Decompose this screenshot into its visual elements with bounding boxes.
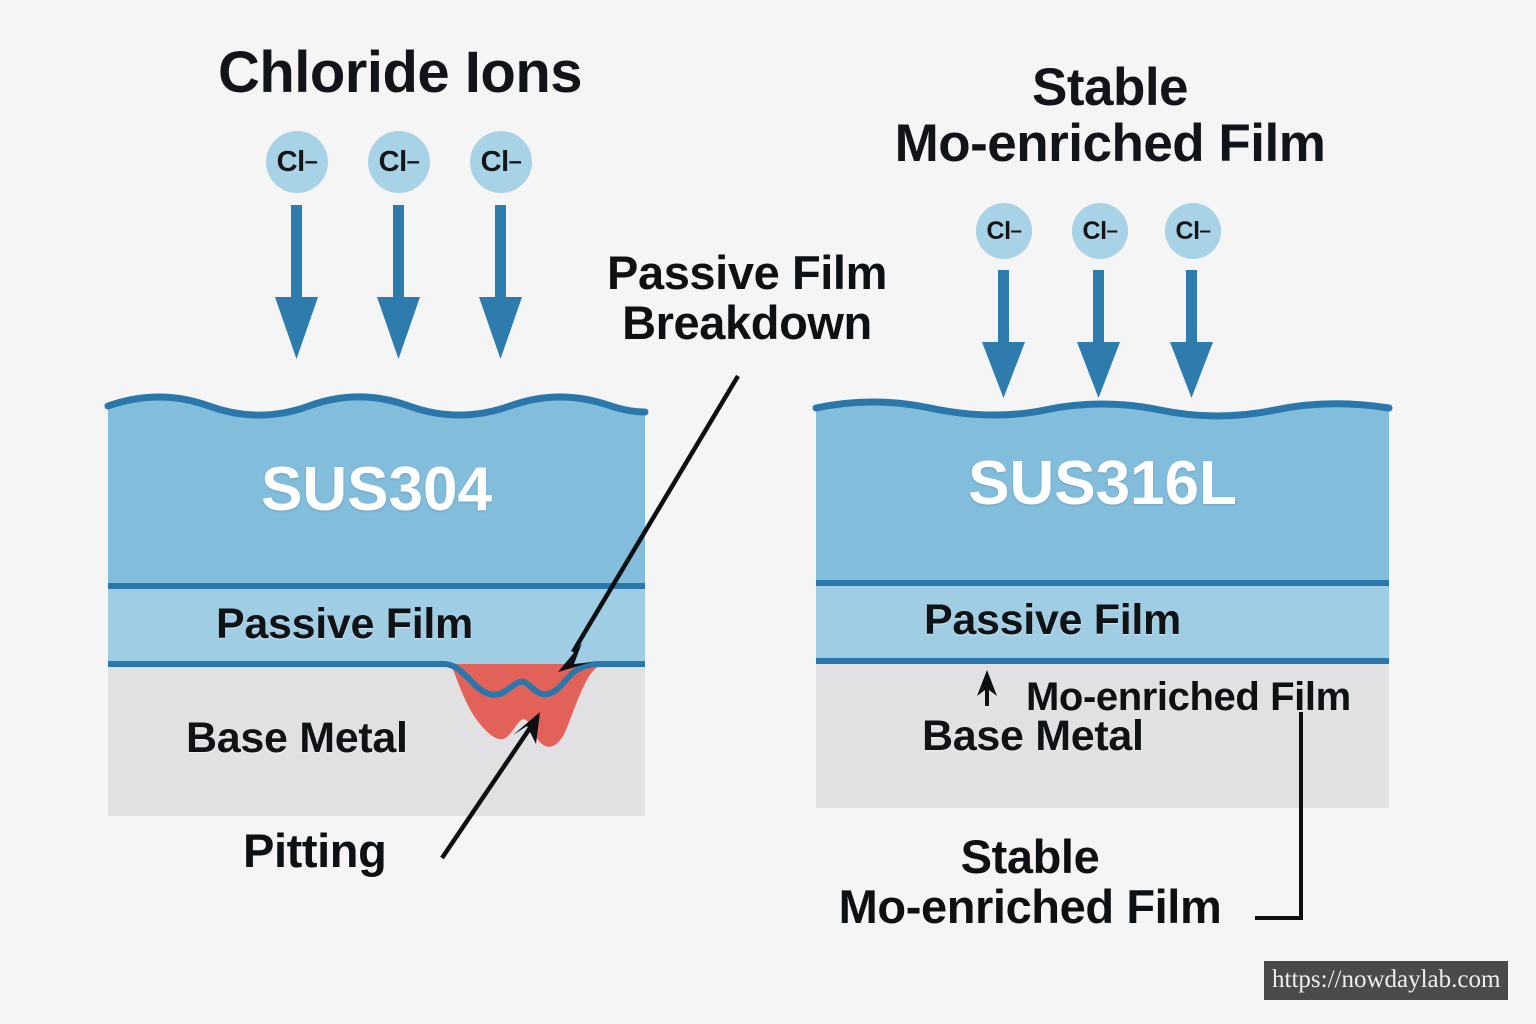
down-arrow-icon [1170, 270, 1213, 398]
mo-enriched-film-label: Mo-enriched Film [1026, 675, 1351, 719]
right-base-metal-label: Base Metal [922, 712, 1144, 760]
sus304-label: SUS304 [261, 455, 492, 524]
breakdown-leader-arrow [558, 374, 740, 672]
chloride-arrows-left [275, 205, 522, 359]
pitting-label: Pitting [243, 824, 387, 877]
metal-body-fill [108, 397, 645, 592]
chloride-ion-left-1: Cl– [266, 131, 328, 193]
chloride-ion-right-3: Cl– [1165, 203, 1221, 259]
chloride-ion-right-1: Cl– [976, 203, 1032, 259]
ion-label: Cl [276, 145, 306, 178]
down-arrow-icon [1077, 270, 1120, 398]
down-arrow-icon [275, 205, 318, 359]
chloride-ion-left-3: Cl– [470, 131, 532, 193]
ion-label: Cl [1082, 216, 1108, 245]
stable-mo-enriched-film-callout: Stable Mo-enriched Film [838, 830, 1222, 933]
passive-film-fill [816, 584, 1389, 664]
slab-top-wave [812, 398, 1393, 420]
left-base-metal-label: Base Metal [186, 714, 408, 762]
left-panel-heading: Chloride Ions [217, 40, 583, 105]
right-panel-heading: Stable Mo-enriched Film [894, 58, 1326, 174]
passive-film-fill [108, 588, 645, 668]
ion-label: Cl [1175, 216, 1201, 245]
down-arrow-icon [982, 270, 1025, 398]
left-passive-film-label: Passive Film [216, 600, 473, 648]
sus316l-label: SUS316L [968, 449, 1237, 518]
down-arrow-icon [377, 205, 420, 359]
base-metal-fill [816, 662, 1389, 808]
pitting-blob [451, 664, 606, 747]
mo-enriched-leader-line [1255, 712, 1303, 920]
chloride-ion-right-2: Cl– [1072, 203, 1128, 259]
chloride-ion-left-2: Cl– [368, 131, 430, 193]
mo-enriched-interface-arrow [977, 670, 997, 706]
ion-label: Cl [378, 145, 408, 178]
metal-body-fill [816, 402, 1389, 588]
passivefilm-basemetal-divider [108, 661, 645, 698]
passive-film-breakdown-label: Passive Film Breakdown [607, 246, 887, 349]
watermark: https://nowdaylab.com [1264, 961, 1509, 1000]
pitting-leader-arrow [440, 712, 540, 860]
right-passive-film-label: Passive Film [924, 596, 1181, 644]
down-arrow-icon [479, 205, 522, 359]
ion-label: Cl [480, 145, 510, 178]
sus316l-slab: SUS316L Passive Film Base Metal [812, 396, 1393, 808]
chloride-arrows-right [982, 270, 1213, 398]
ion-label: Cl [986, 216, 1012, 245]
sus304-slab: SUS304 Passive Film Base Metal [104, 392, 649, 816]
slab-top-wave [104, 393, 649, 419]
